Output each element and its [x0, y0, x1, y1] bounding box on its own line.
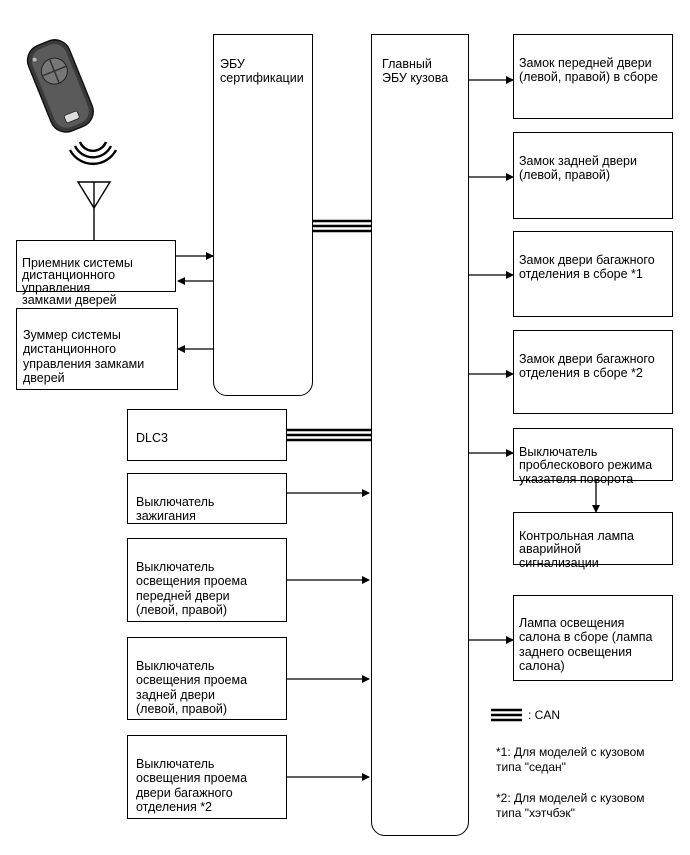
ignition-switch-label: Выключатель зажигания [136, 494, 215, 524]
can-bus-dlc3-main [287, 428, 371, 442]
can-legend-label: : CAN [528, 708, 561, 722]
luggage-lock-1-label: Замок двери багажного отделения в сборе … [519, 252, 655, 282]
note-1: *1: Для моделей с кузовом типа "седан" [496, 745, 645, 774]
main-body-ecu-label: Главный ЭБУ кузова [382, 56, 449, 86]
can-legend-symbol [491, 708, 522, 722]
note-2: *2: Для моделей с кузовом типа "хэтчбэк" [496, 791, 645, 820]
ignition-switch-box: Выключатель зажигания [127, 473, 287, 524]
dlc3-label: DLC3 [136, 430, 168, 445]
luggage-door-courtesy-box: Выключатель освещения проема двери багаж… [127, 735, 287, 819]
receiver-label: Приемник системы дистанционного управлен… [22, 255, 133, 307]
front-door-lock-label: Замок передней двери (левой, правой) в с… [519, 55, 658, 85]
rear-door-courtesy-label: Выключатель освещения проема задней двер… [136, 658, 248, 717]
hazard-lamp-box: Контрольная лампа аварийной сигнализации [513, 512, 673, 569]
room-lamp-box: Лампа освещения салона в сборе (лампа за… [513, 595, 673, 681]
dlc3-box: DLC3 [127, 409, 287, 461]
certification-ecu-label: ЭБУ сертификации [220, 56, 304, 86]
luggage-lock-2-label: Замок двери багажного отделения в сборе … [519, 351, 655, 381]
rear-door-courtesy-box: Выключатель освещения проема задней двер… [127, 637, 287, 720]
main-body-ecu: Главный ЭБУ кузова [371, 34, 469, 836]
rear-door-lock-box: Замок задней двери (левой, правой) [513, 132, 673, 219]
luggage-door-courtesy-label: Выключатель освещения проема двери багаж… [136, 756, 248, 815]
can-bus-cert-main [313, 219, 371, 233]
rear-door-lock-label: Замок задней двери (левой, правой) [519, 153, 637, 183]
key-fob-icon [26, 39, 94, 133]
luggage-lock-1-box: Замок двери багажного отделения в сборе … [513, 231, 673, 317]
hazard-switch-box: Выключатель проблескового режима указате… [513, 428, 673, 485]
luggage-lock-2-box: Замок двери багажного отделения в сборе … [513, 330, 673, 414]
antenna-icon [76, 181, 112, 244]
front-door-courtesy-box: Выключатель освещения проема передней дв… [127, 538, 287, 622]
receiver-box: Приемник системы дистанционного управлен… [16, 240, 176, 306]
certification-ecu: ЭБУ сертификации [213, 34, 313, 396]
radio-wave-icon [68, 141, 118, 166]
room-lamp-label: Лампа освещения салона в сборе (лампа за… [519, 615, 653, 674]
hazard-lamp-label: Контрольная лампа аварийной сигнализации [519, 528, 634, 570]
buzzer-label: Зуммер системы дистанционного управления… [23, 327, 145, 386]
front-door-lock-box: Замок передней двери (левой, правой) в с… [513, 34, 673, 119]
front-door-courtesy-label: Выключатель освещения проема передней дв… [136, 559, 248, 618]
buzzer-box: Зуммер системы дистанционного управления… [16, 308, 178, 390]
hazard-switch-label: Выключатель проблескового режима указате… [519, 444, 653, 486]
